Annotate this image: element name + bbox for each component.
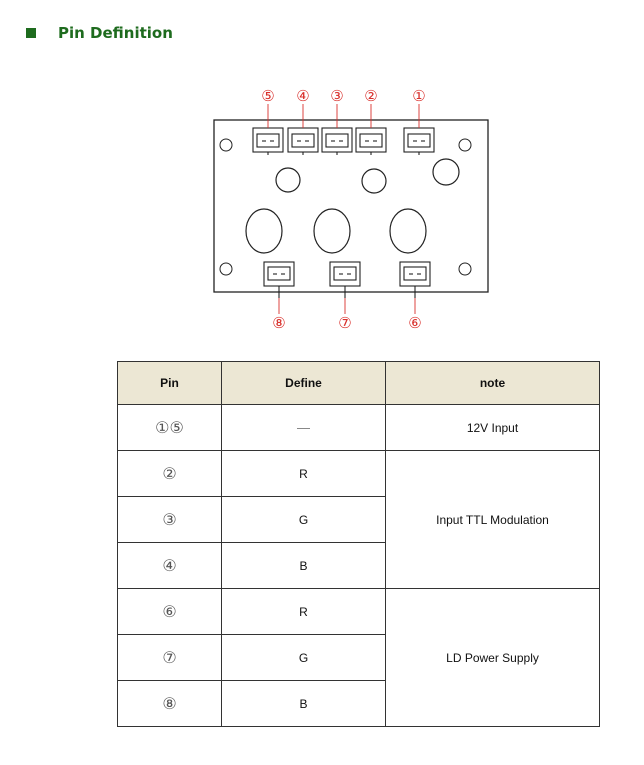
oval-hole-icon [313,208,351,254]
define-cell: G [221,496,386,543]
table-row: ④ B [117,542,600,589]
connector-7-icon [329,261,361,298]
component-hole-icon [275,167,301,193]
label-pin-4: ④ [296,87,309,105]
label-pin-1: ① [412,87,425,105]
label-pin-2: ② [364,87,377,105]
section-heading: Pin Definition [26,24,173,42]
pcb-diagram: ⑤ ④ ③ ② ① ⑧ ⑦ ⑥ [212,84,490,334]
header-pin: Pin [117,361,222,405]
connector-3-icon [321,127,353,155]
oval-hole-icon [389,208,427,254]
connector-2-icon [355,127,387,155]
table-row: ⑧ B [117,680,600,727]
connector-1-icon [403,127,435,155]
define-cell: B [221,542,386,589]
table-row: ③ G [117,496,600,543]
section-title: Pin Definition [58,24,173,42]
connector-6-icon [399,261,431,298]
pin-cell: ⑧ [117,680,222,727]
table-row: ⑥ R LD Power Supply [117,588,600,727]
label-pin-3: ③ [330,87,343,105]
mounting-hole-icon [219,262,233,276]
table-header-row: Pin Define note [117,361,600,405]
mounting-hole-icon [219,138,233,152]
define-cell: R [221,588,386,635]
component-hole-icon [361,168,387,194]
label-pin-5: ⑤ [261,87,274,105]
define-cell: B [221,680,386,727]
pin-cell: ⑦ [117,634,222,681]
mounting-hole-icon [458,138,472,152]
pin-cell: ④ [117,542,222,589]
connector-4-icon [287,127,319,155]
define-cell: — [221,404,386,451]
table-row: ①⑤ — 12V Input [117,404,600,451]
connector-8-icon [263,261,295,298]
label-pin-7: ⑦ [338,314,351,332]
define-cell: R [221,450,386,497]
pin-cell: ② [117,450,222,497]
pin-cell: ①⑤ [117,404,222,451]
pin-cell: ⑥ [117,588,222,635]
label-pin-8: ⑧ [272,314,285,332]
table-row: ② R Input TTL Modulation [117,450,600,589]
pin-cell: ③ [117,496,222,543]
note-cell-ld: LD Power Supply [385,588,600,727]
note-cell: 12V Input [385,404,600,451]
label-pin-6: ⑥ [408,314,421,332]
mounting-hole-icon [458,262,472,276]
header-define: Define [221,361,386,405]
define-cell: G [221,634,386,681]
connector-5-icon [252,127,284,155]
square-bullet-icon [26,28,36,38]
header-note: note [385,361,600,405]
pin-definition-table: Pin Define note ①⑤ — 12V Input ② R Input… [117,361,600,727]
note-cell-ttl: Input TTL Modulation [385,450,600,589]
oval-hole-icon [245,208,283,254]
component-hole-icon [432,158,460,186]
